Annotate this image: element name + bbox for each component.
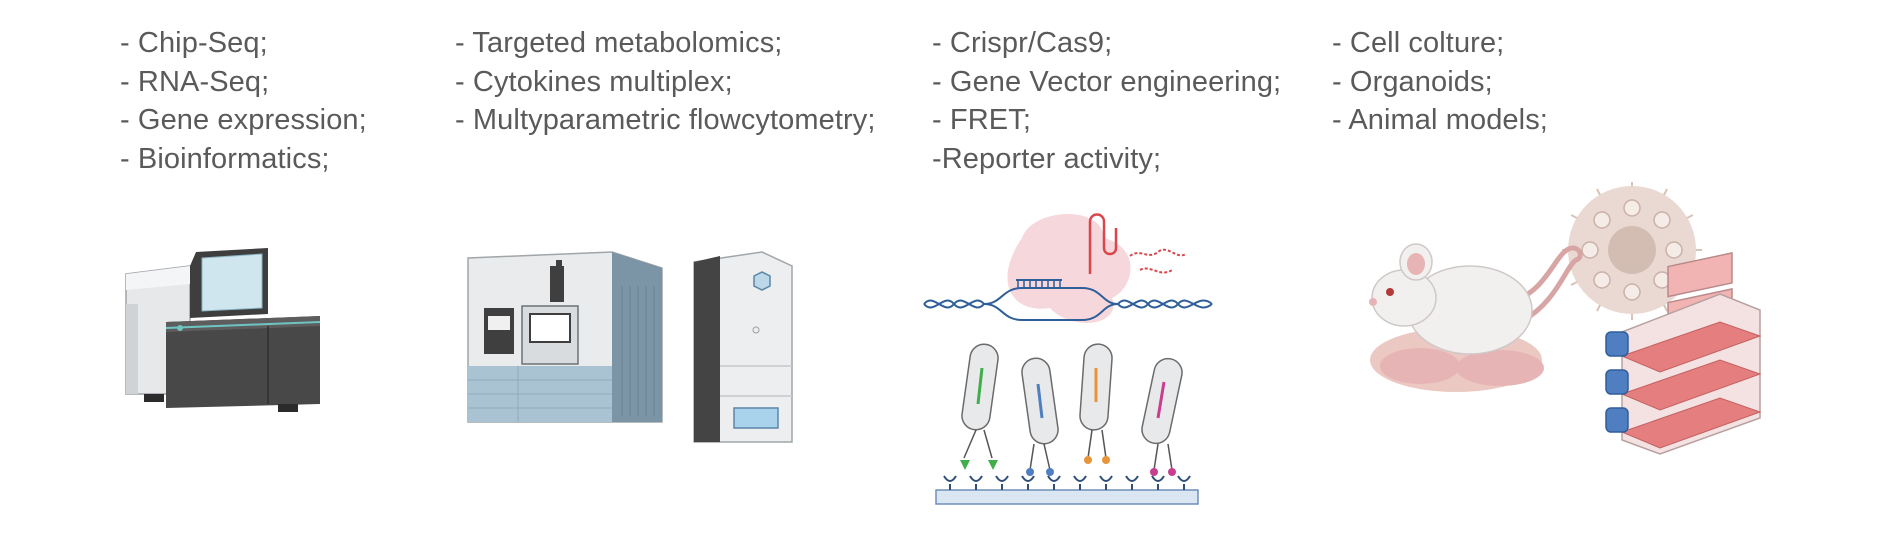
technique-item: - Crispr/Cas9;: [932, 27, 1113, 59]
technique-list-sequencing: - Chip-Seq; - RNA-Seq; - Gene expression…: [120, 24, 367, 178]
technique-item: - Targeted metabolomics;: [455, 27, 783, 59]
technique-list-gene-engineering: - Crispr/Cas9; - Gene Vector engineering…: [932, 24, 1281, 178]
mouse-organoid-flask-icon: [1369, 182, 1762, 455]
technique-item: - Bioinformatics;: [120, 142, 330, 175]
technique-item: - Gene expression;: [120, 104, 367, 136]
technique-item: - Chip-Seq;: [120, 27, 268, 59]
technique-item: - Cytokines multiplex;: [455, 65, 733, 98]
technique-item: - Gene Vector engineering;: [932, 65, 1282, 98]
technique-item: - Cell colture;: [1332, 27, 1505, 59]
technique-item: - Organoids;: [1332, 65, 1493, 98]
technique-item: - RNA-Seq;: [120, 65, 270, 98]
mass-spectrometer-icon: [467, 251, 793, 443]
technique-list-models: - Cell colture; - Organoids; - Animal mo…: [1332, 24, 1548, 140]
technique-item: - Multyparametric flowcytometry;: [455, 104, 876, 136]
crispr-cas9-reporter-icon: [923, 213, 1213, 505]
technique-list-metabolomics: - Targeted metabolomics; - Cytokines mul…: [455, 24, 876, 140]
sequencer-machine-icon: [125, 248, 321, 412]
technique-item: - Animal models;: [1332, 104, 1548, 136]
technique-item: - FRET;: [932, 104, 1031, 136]
technique-item: -Reporter activity;: [932, 142, 1162, 175]
